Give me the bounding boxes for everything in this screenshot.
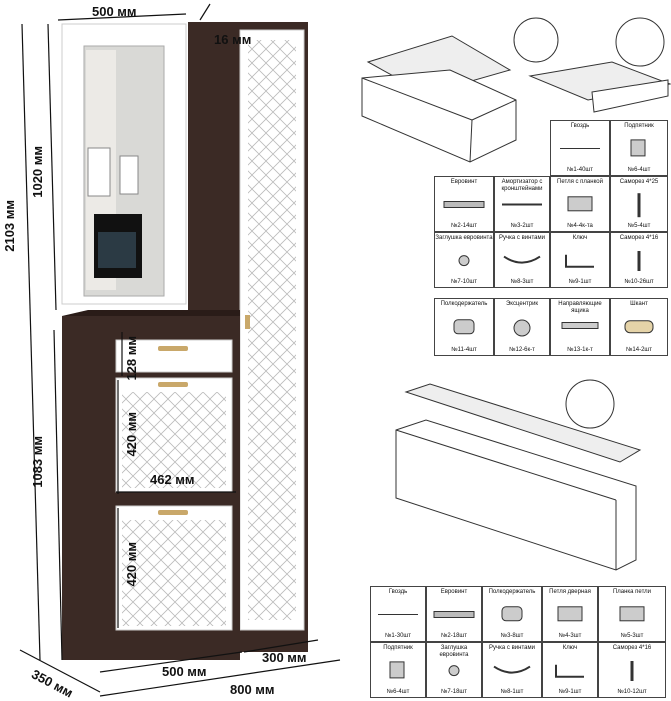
dim-inner-width: 462 мм: [150, 472, 195, 487]
dim-mirror-depth: 16 мм: [214, 32, 252, 47]
shelf-support-icon: [501, 606, 523, 622]
handle-icon: [503, 255, 541, 264]
column-handle: [245, 315, 250, 329]
handle-icon: [493, 665, 531, 674]
door-hinge-icon: [557, 606, 583, 622]
drawer-front: [115, 339, 233, 373]
hex-key-icon: [565, 254, 594, 268]
damper-icon: [502, 203, 542, 206]
dim-door1-height: 420 мм: [124, 412, 139, 457]
shelf-support-icon: [453, 319, 475, 335]
drawer-rail-icon: [561, 322, 599, 329]
dim-drawer-height: 128 мм: [124, 336, 139, 381]
hinge-plate-icon: [619, 606, 645, 622]
hex-key-icon: [555, 664, 584, 678]
foot-pad-icon: [389, 661, 405, 679]
upper-door-handle: [158, 382, 188, 387]
dim-top-width: 500 мм: [92, 4, 137, 19]
cap-icon: [458, 255, 470, 267]
dim-total-height: 2103 мм: [2, 200, 17, 252]
dim-column-width: 300 мм: [262, 650, 307, 665]
dim-door2-height: 420 мм: [124, 542, 139, 587]
assembly-diagrams: [361, 17, 671, 571]
euroscrew-icon: [443, 201, 485, 208]
foot-pad-icon: [630, 139, 646, 157]
screw-icon: [630, 661, 634, 681]
screw-icon: [637, 251, 641, 271]
eccentric-icon: [513, 319, 531, 337]
dim-total-width: 800 мм: [230, 682, 275, 697]
cap-icon: [448, 665, 460, 677]
euroscrew-icon: [433, 611, 475, 618]
dowel-icon: [624, 320, 654, 334]
drawer-handle: [158, 346, 188, 351]
dim-lower-height: 1083 мм: [30, 436, 45, 488]
nail-icon: [378, 614, 418, 615]
screw-icon: [637, 193, 641, 218]
dim-bottom-width: 500 мм: [162, 664, 207, 679]
lower-door-handle: [158, 510, 188, 515]
hinge-plate-icon: [567, 196, 593, 212]
dim-mirror-height: 1020 мм: [30, 146, 45, 198]
nail-icon: [560, 148, 600, 149]
